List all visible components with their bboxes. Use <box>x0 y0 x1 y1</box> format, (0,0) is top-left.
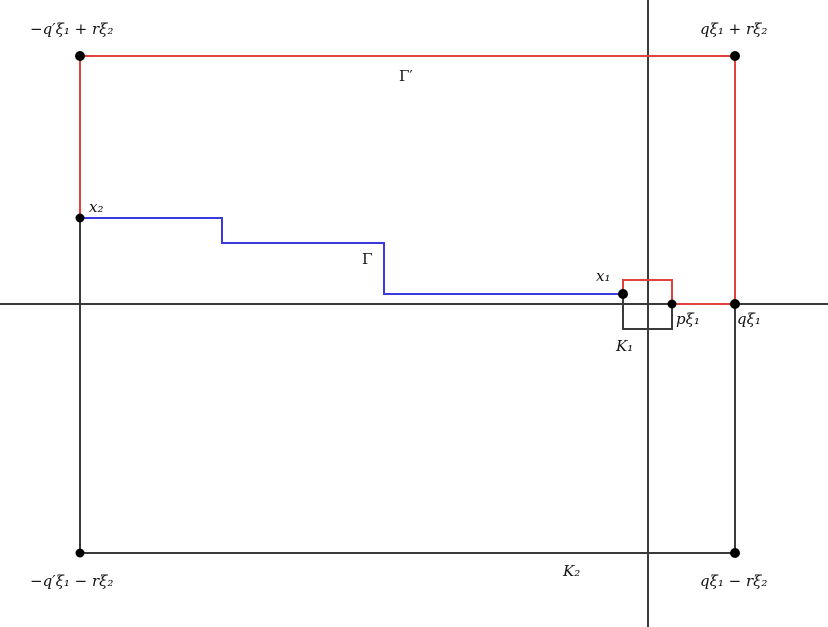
label-top-left: −q′ξ₁ + rξ₂ <box>30 20 113 38</box>
label-p-xi1: pξ₁ <box>676 310 700 328</box>
k1-square-red-top <box>622 279 673 304</box>
label-gamma: Γ <box>362 250 372 268</box>
point-top-right <box>730 51 740 61</box>
label-x2: x₂ <box>89 198 103 216</box>
label-bottom-left: −q′ξ₁ − rξ₂ <box>30 572 113 590</box>
point-x1 <box>618 289 628 299</box>
label-k1: K₁ <box>615 337 633 355</box>
point-bottom-right <box>730 548 740 558</box>
label-bottom-right: qξ₁ − rξ₂ <box>700 572 767 590</box>
point-q-xi1 <box>730 299 740 309</box>
point-x2 <box>75 213 85 223</box>
label-gamma-prime: Γ′ <box>399 67 413 85</box>
label-top-right: qξ₁ + rξ₂ <box>700 20 767 38</box>
point-p-xi1 <box>667 299 677 309</box>
label-k2: K₂ <box>562 562 580 580</box>
point-bottom-left <box>75 548 85 558</box>
label-x1: x₁ <box>596 267 610 285</box>
gamma-path <box>80 217 623 295</box>
k1-square-lower <box>622 294 673 330</box>
point-top-left <box>75 51 85 61</box>
k2-rectangle-boundary <box>79 218 736 554</box>
gamma-prime-path <box>79 55 736 305</box>
label-q-xi1: qξ₁ <box>737 310 761 328</box>
